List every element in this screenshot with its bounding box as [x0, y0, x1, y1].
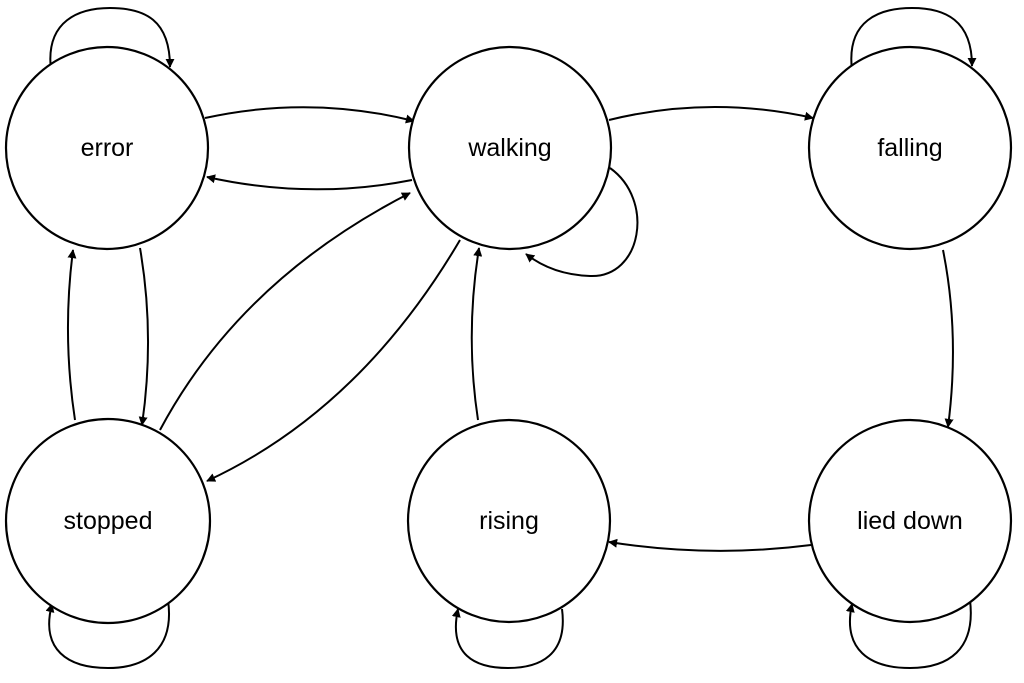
- edge-rising-to-walking: [470, 247, 483, 421]
- edge-error-self-loop: [49, 6, 175, 71]
- edge-falling-self-loop: [850, 6, 977, 71]
- node-lied-down-label: lied down: [857, 507, 963, 535]
- node-error-circle: [4, 45, 210, 251]
- edge-walking-self-loop: [525, 167, 639, 278]
- edge-walking-to-stopped: [206, 239, 461, 482]
- node-walking-label: walking: [467, 134, 551, 162]
- node-rising-label: rising: [479, 507, 539, 535]
- edge-lied-down-self-loop: [845, 599, 972, 670]
- node-error: error: [4, 45, 210, 251]
- edge-stopped-to-error: [66, 249, 77, 421]
- edge-walking-to-error: [206, 174, 413, 191]
- edge-lied-down-to-rising: [608, 538, 812, 552]
- node-stopped-label: stopped: [64, 507, 153, 535]
- node-lied-down: lied down: [807, 418, 1013, 624]
- node-lied-down-circle: [807, 418, 1013, 624]
- node-falling-label: falling: [877, 134, 942, 162]
- node-falling-circle: [807, 45, 1013, 251]
- node-walking-circle: [407, 45, 613, 251]
- node-rising: rising: [406, 418, 612, 624]
- node-stopped: stopped: [4, 417, 212, 625]
- edge-walking-to-falling: [608, 105, 814, 121]
- edge-error-to-stopped: [138, 247, 149, 426]
- node-rising-circle: [406, 418, 612, 624]
- node-error-label: error: [81, 134, 134, 162]
- edges: [45, 6, 977, 670]
- node-walking: walking: [407, 45, 613, 251]
- edge-stopped-self-loop: [45, 599, 170, 670]
- edge-error-to-walking: [204, 106, 415, 124]
- edge-rising-self-loop: [451, 608, 564, 670]
- edge-stopped-to-walking: [159, 192, 411, 431]
- node-stopped-circle: [4, 417, 212, 625]
- edge-falling-to-lied-down: [942, 249, 954, 428]
- node-falling: falling: [807, 45, 1013, 251]
